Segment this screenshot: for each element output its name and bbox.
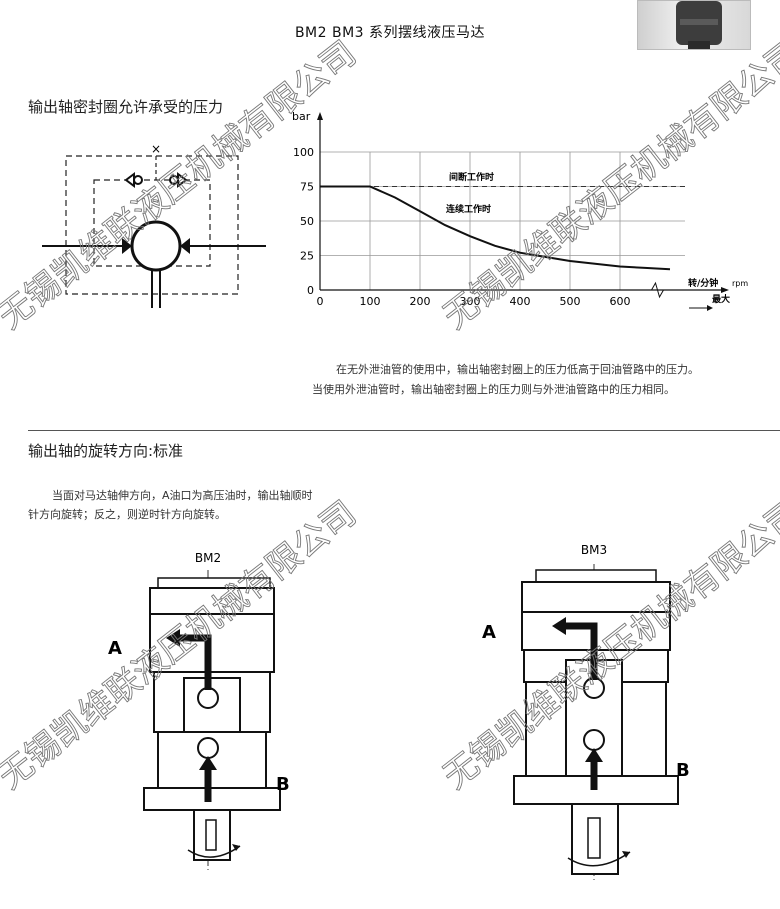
motor-photo-drawing — [676, 1, 722, 49]
motor-port-triangle-left — [122, 238, 132, 254]
bm2-rotation-arrow-icon — [232, 844, 240, 851]
check-valve-ball-left — [133, 175, 143, 185]
bm2-port-a-circle — [197, 687, 219, 709]
chart-y-tick-label: 100 — [293, 146, 314, 159]
rotation-text-line-1: 当面对马达轴伸方向，A油口为高压油时，输出轴顺时 — [52, 489, 313, 502]
chart-y-tick-label: 25 — [300, 250, 314, 263]
bm3-flow-arrow-b-icon — [585, 748, 603, 762]
chart-x-tick-label: 400 — [510, 295, 531, 308]
bm2-bolt-row — [157, 577, 271, 589]
page-title: BM2 BM3 系列摆线液压马达 — [294, 25, 486, 41]
chart-x-tick-label: 100 — [360, 295, 381, 308]
chart-x-unit: rpm — [732, 279, 748, 288]
chart-x-tick-label: 200 — [410, 295, 431, 308]
hydraulic-motor-symbol-icon — [130, 220, 182, 272]
chart-axis-break-icon — [651, 281, 664, 299]
chart-y-tick-label: 50 — [300, 215, 314, 228]
bm3-flow-arrow-a-icon — [552, 617, 566, 635]
bm2-model-label: BM2 — [195, 551, 221, 565]
bm3-port-b-label: B — [676, 760, 690, 781]
chart-grid — [320, 151, 685, 290]
bm3-rotation-arrow-icon — [622, 851, 630, 858]
chart-x-tick-label: 600 — [610, 295, 631, 308]
chart-series-line — [320, 185, 671, 271]
chart-x-end-label: 最大 — [712, 293, 730, 305]
bm3-shaft-key — [587, 817, 601, 859]
chart-ticks: 0 25 50 75 100 0 100 200 300 400 500 600 — [293, 146, 631, 308]
bm2-gerotor-housing — [149, 613, 275, 673]
hydraulic-motor-photo-icon — [637, 0, 751, 50]
bm3-model-label: BM3 — [581, 543, 607, 557]
bm3-rotation-arc — [567, 851, 631, 867]
chart-y-axis-arrow-icon — [317, 112, 323, 120]
chart-x-tick-label: 0 — [317, 295, 324, 308]
chart-x-label: 转/分钟 — [688, 277, 718, 289]
bm2-port-a-label: A — [108, 638, 122, 659]
chart-annotation-intermittent: 间断工作时 — [449, 171, 494, 183]
bm3-port-a-circle — [583, 677, 605, 699]
motor-photo-flange — [688, 41, 710, 49]
bm3-end-cover — [521, 581, 671, 613]
bm3-bolt-row — [535, 569, 657, 583]
bm2-port-b-circle — [197, 737, 219, 759]
chart-series — [320, 185, 671, 271]
chart-y-tick-label: 75 — [300, 181, 314, 194]
rotation-text-line-2: 针方向旋转；反之，则逆时针方向旋转。 — [28, 508, 226, 521]
seal-note-line-2: 当使用外泄油管时，输出轴密封圈上的压力则与外泄油管路中的压力相同。 — [312, 383, 675, 396]
chart-x-tick-label: 500 — [560, 295, 581, 308]
chart-x-axis-arrow-icon — [721, 287, 729, 293]
bm3-port-a-label: A — [482, 622, 496, 643]
bm2-end-cover — [149, 587, 275, 615]
seal-section-heading: 输出轴密封圈允许承受的压力 — [28, 98, 224, 116]
bm3-motor-drawing: BM3 A B — [482, 543, 690, 880]
rotation-section-heading: 输出轴的旋转方向:标准 — [28, 442, 184, 460]
check-valve-ball-right — [169, 175, 179, 185]
pressure-chart: 0 25 50 75 100 0 100 200 300 400 500 600 bar 转/分钟 r… — [292, 110, 748, 311]
chart-annotation-continuous: 连续工作时 — [446, 203, 491, 215]
chart-x-tick-label: 300 — [460, 295, 481, 308]
bm3-flow-path — [566, 622, 598, 680]
bm2-flow-arrow-a-icon — [166, 629, 180, 647]
bm2-flow-arrow-b-icon — [199, 756, 217, 770]
chart-max-arrow-icon — [707, 305, 713, 311]
bm2-motor-drawing: BM2 A B — [108, 551, 290, 870]
motor-photo-band — [680, 19, 718, 25]
section-divider — [28, 430, 780, 431]
bm2-shaft-key — [205, 819, 217, 851]
bm2-flow-path — [180, 634, 212, 690]
schematic-mark: × — [151, 142, 161, 156]
bm2-mount-flange — [143, 787, 281, 811]
bm2-port-b-label: B — [276, 774, 290, 795]
seal-note-line-1: 在无外泄油管的使用中，输出轴密封圈上的压力低高于回油管路中的压力。 — [336, 363, 699, 376]
bm3-port-b-circle — [583, 729, 605, 751]
chart-y-label: bar — [292, 110, 311, 123]
chart-y-tick-label: 0 — [307, 284, 314, 297]
chart-axes — [317, 112, 729, 311]
pressure-schematic: × — [42, 142, 266, 308]
motor-port-triangle-right — [180, 238, 190, 254]
